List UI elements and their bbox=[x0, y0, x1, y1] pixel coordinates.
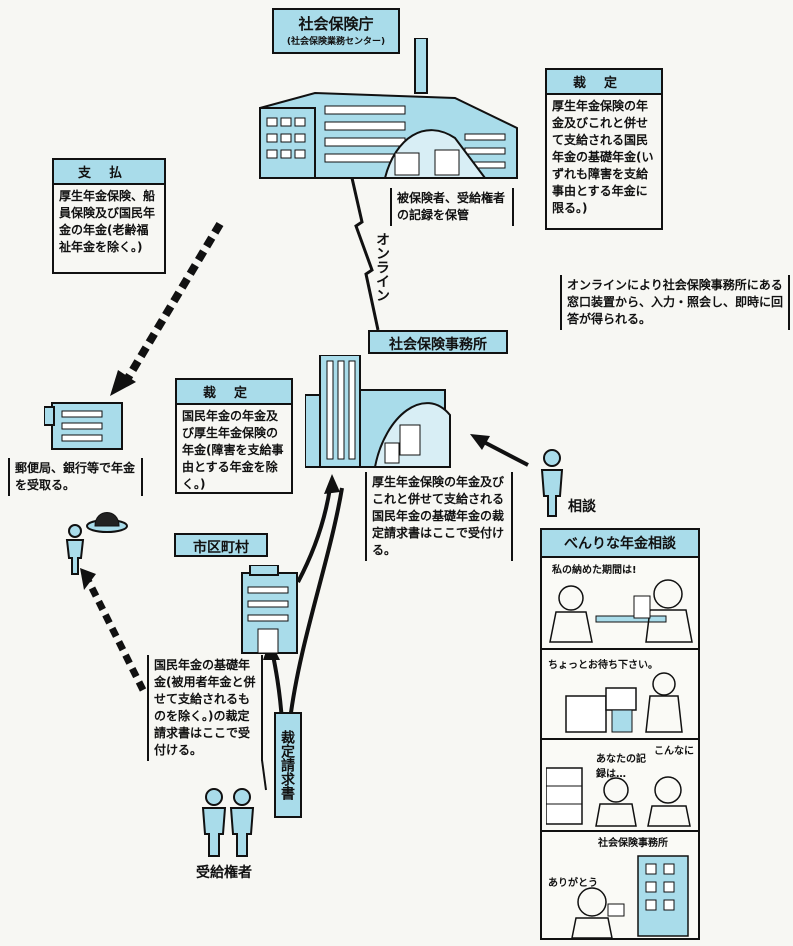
comic-title: べんりな年金相談 bbox=[542, 530, 698, 558]
hq-building-icon bbox=[259, 38, 518, 179]
city-building-icon bbox=[241, 565, 298, 654]
kyotei-mid-body: 国民年金の年金及び厚生年金保険の年金(障害を支給事由とする年金を除く。) bbox=[182, 409, 284, 491]
office-note: 厚生年金保険の年金及びこれと併せて支給される国民年金の基礎年金の裁定請求書はここ… bbox=[365, 472, 513, 561]
recipient-to-office-arrow bbox=[288, 487, 344, 721]
recipients-label: 受給権者 bbox=[196, 865, 252, 881]
comic-panel-4-text: ありがとう bbox=[548, 878, 598, 889]
comic-panel-3-text-b: こんなに bbox=[654, 746, 694, 757]
hq-subtitle: (社会保険業務センター) bbox=[286, 37, 386, 47]
comic-panel-1-art bbox=[549, 579, 693, 643]
city-title-box: 市区町村 bbox=[174, 533, 268, 557]
bank-building-icon bbox=[44, 402, 123, 450]
kyotei-top-header: 裁定 bbox=[547, 70, 661, 95]
kyotei-mid-header: 裁定 bbox=[177, 380, 291, 405]
shiharai-body: 厚生年金保険、船員保険及び国民年金の年金(老齢福祉年金を除く。) bbox=[59, 189, 156, 254]
office-title-box: 社会保険事務所 bbox=[368, 330, 508, 354]
comic-panel-1: 私の納めた期間は! bbox=[542, 558, 698, 650]
comic-strip: べんりな年金相談 私の納めた期間は! ちょっとお待ち下さい。 あなたの記録は… … bbox=[540, 528, 700, 940]
comic-panel-4: 社会保険事務所 ありがとう bbox=[542, 832, 698, 940]
shiharai-box: 支払 厚生年金保険、船員保険及び国民年金の年金(老齢福祉年金を除く。) bbox=[52, 158, 166, 274]
recipients-icon bbox=[201, 788, 255, 857]
comic-panel-4-sign: 社会保険事務所 bbox=[598, 838, 668, 849]
comic-panel-2: ちょっとお待ち下さい。 bbox=[542, 650, 698, 740]
hq-note: 被保険者、受給権者の記録を保管 bbox=[390, 188, 514, 226]
comic-panel-1-text: 私の納めた期間は! bbox=[552, 565, 637, 576]
claim-form-label: 裁定請求書 bbox=[274, 712, 302, 818]
comic-panel-3-art bbox=[546, 767, 691, 827]
hq-title: 社会保険庁 bbox=[298, 15, 374, 33]
office-title: 社会保険事務所 bbox=[389, 337, 487, 353]
comic-panel-2-text: ちょっとお待ち下さい。 bbox=[548, 660, 658, 671]
office-building-icon bbox=[305, 355, 451, 468]
shiharai-header: 支払 bbox=[54, 160, 164, 185]
city-to-office-arrow bbox=[296, 487, 332, 583]
comic-panel-4-art bbox=[571, 855, 689, 938]
bank-note: 郵便局、銀行等で年金を受取る。 bbox=[8, 458, 143, 496]
online-link-line bbox=[350, 177, 380, 331]
online-note: オンラインにより社会保険事務所にある窓口装置から、入力・照会し、即時に回答が得ら… bbox=[560, 275, 790, 330]
city-title: 市区町村 bbox=[193, 540, 249, 556]
online-label: オンライン bbox=[374, 232, 390, 302]
consult-label: 相談 bbox=[568, 499, 596, 515]
hat-icon bbox=[86, 512, 128, 533]
consult-arrow bbox=[479, 438, 529, 467]
kyotei-top-box: 裁定 厚生年金保険の年金及びこれと併せて支給される国民年金の基礎年金(いずれも障… bbox=[545, 68, 663, 230]
kyotei-mid-box: 裁定 国民年金の年金及び厚生年金保険の年金(障害を支給事由とする年金を除く。) bbox=[175, 378, 293, 494]
pickup-arrow bbox=[84, 578, 147, 692]
city-note: 国民年金の基礎年金(被用者年金と併せて支給されるものを除く。)の裁定請求書はここ… bbox=[147, 655, 263, 761]
hq-title-box: 社会保険庁 (社会保険業務センター) bbox=[272, 8, 400, 54]
kyotei-top-body: 厚生年金保険の年金及びこれと併せて支給される国民年金の基礎年金(いずれも障害を支… bbox=[552, 99, 654, 215]
recipient-person-icon bbox=[65, 524, 85, 575]
comic-panel-2-art bbox=[565, 672, 683, 733]
comic-panel-3: あなたの記録は… こんなに bbox=[542, 740, 698, 832]
comic-panel-3-text: あなたの記録は… bbox=[596, 754, 646, 780]
consulting-person-icon bbox=[540, 449, 564, 517]
